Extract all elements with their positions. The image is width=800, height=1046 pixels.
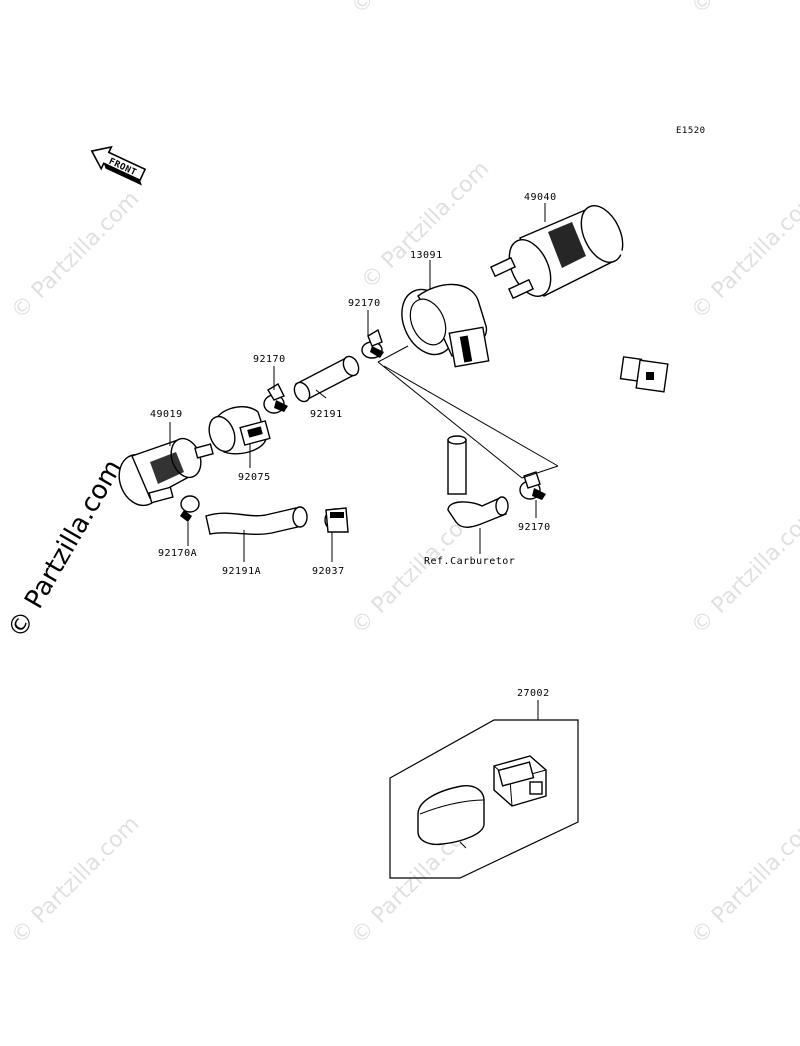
clamp-92170-right xyxy=(519,471,546,500)
watermark: © Partzilla.com xyxy=(7,812,145,950)
watermark-main: © Partzilla.com xyxy=(2,455,128,644)
part-label-13091: 13091 xyxy=(410,250,443,261)
clamp-92170-mid xyxy=(263,383,288,414)
part-label-92191A: 92191A xyxy=(222,566,261,577)
part-label-49019: 49019 xyxy=(150,409,183,420)
front-arrow-icon: FRONT xyxy=(90,145,147,186)
damper-92075 xyxy=(208,406,271,455)
clamp-92170-upper xyxy=(361,328,384,359)
hose-92191A xyxy=(205,506,308,535)
part-label-92075: 92075 xyxy=(238,472,271,483)
hose-92191 xyxy=(293,355,360,403)
part-label-92170: 92170 xyxy=(348,298,381,309)
watermark: © Partzilla.com xyxy=(687,812,800,950)
kit-box-27002 xyxy=(389,719,579,879)
part-label-27002: 27002 xyxy=(517,688,550,699)
pump-holder-13091 xyxy=(401,283,490,368)
watermark: © Partzilla.com xyxy=(7,187,145,325)
connector-housing xyxy=(417,785,485,849)
clamp-92037 xyxy=(324,507,349,533)
ref-carburetor-label: Ref.Carburetor xyxy=(424,556,515,567)
fuel-filter-49019 xyxy=(118,437,214,507)
part-label-92191: 92191 xyxy=(310,409,343,420)
part-label-92170A: 92170A xyxy=(158,548,197,559)
clamp-92170A xyxy=(180,495,200,522)
part-label-92037: 92037 xyxy=(312,566,345,577)
part-label-92170: 92170 xyxy=(253,354,286,365)
part-labels: 49040 13091 92170 92170 92191 49019 9207… xyxy=(150,192,557,699)
watermark: © Partzilla.com xyxy=(687,502,800,640)
connector-lines xyxy=(377,345,559,479)
carburetor-hose-ref xyxy=(447,435,509,528)
diagram-code: E1520 xyxy=(676,126,706,136)
watermark: © Partzilla.com xyxy=(357,157,495,295)
watermark: © Partzilla.com xyxy=(347,0,485,19)
part-label-92170: 92170 xyxy=(518,522,551,533)
watermark: © Partzilla.com xyxy=(687,187,800,325)
connector-plug xyxy=(493,755,547,807)
watermark: © Partzilla.com xyxy=(687,0,800,19)
part-label-49040: 49040 xyxy=(524,192,557,203)
leader-lines xyxy=(169,203,546,720)
fuel-pump-49040 xyxy=(489,205,669,393)
